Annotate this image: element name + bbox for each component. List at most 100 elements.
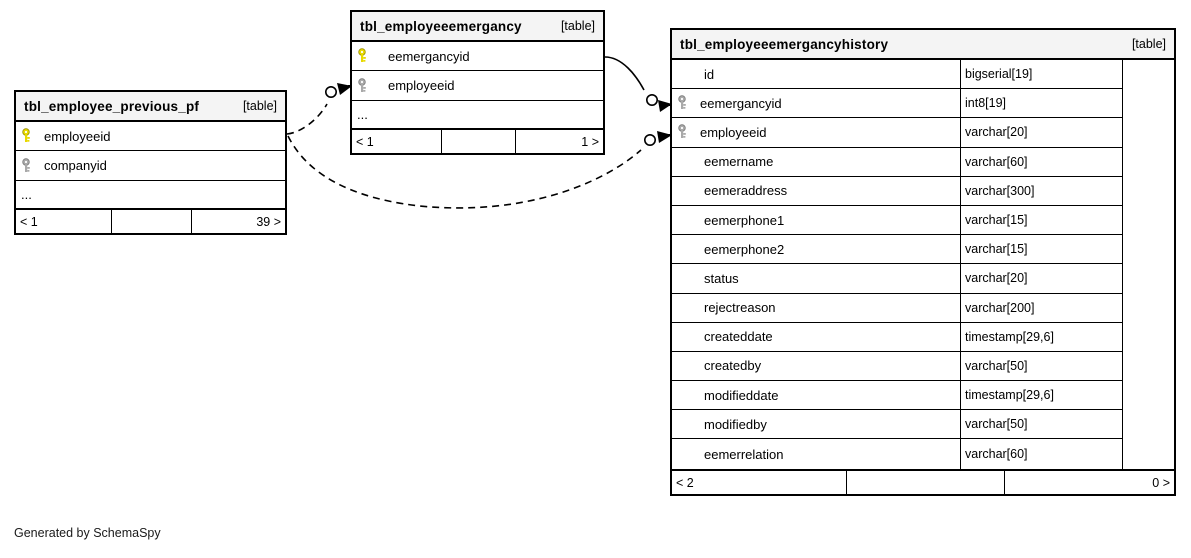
table-row[interactable]: employeeid (352, 71, 603, 101)
table-footer: < 1 39 > (16, 208, 285, 234)
relation-endpoint-circle (643, 134, 656, 147)
column-name: rejectreason (704, 300, 776, 316)
table-row[interactable]: id (672, 60, 960, 90)
column-name: employeeid (700, 124, 767, 140)
column-type: varchar[20] (965, 125, 1028, 140)
column-type: int8[19] (965, 96, 1007, 111)
more-columns-indicator: ... (16, 180, 285, 209)
table-name: tbl_employeeemergancyhistory (680, 36, 889, 52)
table-row[interactable]: createdby (672, 351, 960, 382)
column-name: employeeid (44, 128, 111, 144)
footer-middle (111, 210, 191, 234)
table-tbl_employeeemergancyhistory[interactable]: tbl_employeeemergancyhistory [table] id (670, 28, 1176, 496)
footer-outgoing-count[interactable]: 0 > (1004, 471, 1174, 494)
table-row[interactable]: createddate (672, 322, 960, 352)
type-row: varchar[20] (960, 118, 1122, 148)
relation-line-solid (604, 56, 645, 91)
table-body: id eemergancyid (672, 60, 1174, 469)
table-footer: < 2 0 > (672, 469, 1174, 494)
footer-middle (846, 471, 1004, 494)
generated-by-credit: Generated by SchemaSpy (14, 526, 161, 540)
table-name: tbl_employeeemergancy (360, 18, 522, 34)
table-row[interactable]: employeeid (672, 118, 960, 148)
column-name: createdby (704, 358, 762, 374)
table-row[interactable]: modifieddate (672, 381, 960, 411)
type-row: varchar[50] (960, 410, 1122, 440)
column-type: varchar[300] (965, 183, 1035, 198)
type-row: varchar[20] (960, 264, 1122, 294)
type-row: int8[19] (960, 89, 1122, 119)
table-row[interactable]: eemerphone2 (672, 235, 960, 265)
type-row: bigserial[19] (960, 60, 1122, 90)
table-footer: < 1 1 > (352, 128, 603, 154)
table-row[interactable]: rejectreason (672, 293, 960, 323)
spacer-cell (1122, 60, 1174, 469)
column-name: modifieddate (704, 387, 779, 403)
type-row: varchar[200] (960, 293, 1122, 323)
relation-emergancy-to-history[interactable] (604, 56, 674, 112)
footer-outgoing-count[interactable]: 39 > (191, 210, 285, 234)
relation-line-dashed (286, 103, 328, 135)
column-name: eemergancyid (700, 95, 782, 111)
column-type: timestamp[29,6] (965, 388, 1054, 403)
table-body: eemergancyid employeeid (352, 42, 603, 101)
footer-outgoing-count[interactable]: 1 > (515, 130, 603, 154)
column-type: bigserial[19] (965, 67, 1033, 82)
footer-incoming-count[interactable]: < 2 (676, 475, 694, 490)
footer-middle (441, 130, 515, 154)
type-row: varchar[60] (960, 147, 1122, 177)
table-row[interactable]: eemergancyid (352, 42, 603, 72)
column-name: eemername (704, 154, 774, 170)
column-name: status (704, 270, 739, 286)
relation-prev-pf-to-emergancy[interactable] (286, 83, 354, 135)
table-header: tbl_employee_previous_pf [table] (16, 92, 285, 122)
column-name: createddate (704, 329, 773, 345)
table-body: employeeid companyid (16, 122, 285, 181)
footer-incoming-count[interactable]: < 1 (356, 134, 374, 149)
table-kind-label: [table] (1131, 37, 1166, 51)
column-name: eemerrelation (704, 446, 784, 462)
table-row[interactable]: modifiedby (672, 410, 960, 440)
table-kind-label: [table] (560, 19, 595, 33)
foreign-key-icon (672, 124, 694, 140)
table-row[interactable]: companyid (16, 151, 285, 181)
table-row[interactable]: eemerrelation (672, 439, 960, 469)
column-names-col: id eemergancyid (672, 60, 960, 469)
type-row: varchar[300] (960, 176, 1122, 206)
table-row[interactable]: eemeraddress (672, 176, 960, 206)
column-name: eemeraddress (704, 183, 788, 199)
foreign-key-icon (16, 158, 38, 174)
column-type: timestamp[29,6] (965, 329, 1054, 344)
type-row: varchar[60] (960, 439, 1122, 469)
table-row[interactable]: employeeid (16, 122, 285, 152)
table-row[interactable]: eemername (672, 147, 960, 177)
table-header: tbl_employeeemergancyhistory [table] (672, 30, 1174, 60)
footer-incoming-count[interactable]: < 1 (20, 214, 38, 229)
column-names-col: employeeid companyid (16, 122, 285, 181)
column-name: eemergancyid (388, 48, 470, 64)
table-row[interactable]: eemergancyid (672, 89, 960, 119)
column-type: varchar[15] (965, 242, 1028, 257)
column-names-col: eemergancyid employeeid (352, 42, 603, 101)
column-spacer-col (1122, 60, 1174, 469)
column-name: eemerphone1 (704, 212, 785, 228)
primary-key-icon (16, 128, 38, 144)
type-row: varchar[15] (960, 235, 1122, 265)
table-row[interactable]: eemerphone1 (672, 205, 960, 236)
foreign-key-icon (672, 95, 694, 111)
table-tbl_employee_previous_pf[interactable]: tbl_employee_previous_pf [table] (14, 90, 287, 236)
type-row: varchar[15] (960, 205, 1122, 236)
column-name: id (704, 66, 715, 82)
primary-key-icon (352, 48, 374, 64)
relation-endpoint-circle (324, 86, 337, 99)
type-row: varchar[50] (960, 351, 1122, 382)
column-name: employeeid (388, 78, 455, 94)
foreign-key-icon (352, 78, 374, 94)
table-header: tbl_employeeemergancy [table] (352, 12, 603, 42)
table-tbl_employeeemergancy[interactable]: tbl_employeeemergancy [table] eem (350, 10, 605, 156)
type-row: timestamp[29,6] (960, 381, 1122, 411)
table-row[interactable]: status (672, 264, 960, 294)
column-type: varchar[20] (965, 271, 1028, 286)
column-type: varchar[50] (965, 417, 1028, 432)
